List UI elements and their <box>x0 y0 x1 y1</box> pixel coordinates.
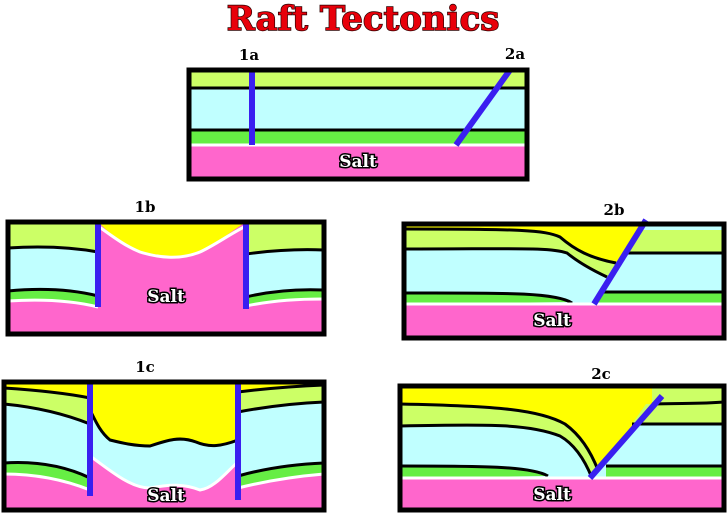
bedding-line <box>245 248 325 256</box>
growth-basin <box>90 382 238 446</box>
upper-layer <box>246 222 324 254</box>
salt-top-line <box>3 472 91 492</box>
upper-layer <box>189 70 527 88</box>
thin-layer <box>404 293 570 304</box>
label-1a: 1a <box>239 46 259 64</box>
thin-layer <box>598 293 724 303</box>
fault-2a <box>453 68 513 147</box>
bedding-line <box>237 383 325 394</box>
panel-2b: Salt <box>401 218 727 341</box>
thin-layer <box>606 466 724 478</box>
bedding-line <box>237 400 325 414</box>
upper-layer <box>626 230 724 253</box>
salt-layer <box>4 456 324 510</box>
salt-top-line <box>237 472 325 490</box>
bedding-line <box>399 402 600 471</box>
panel-frame <box>401 221 727 341</box>
salt-label: Salt <box>533 485 571 505</box>
thin-layer <box>189 131 527 144</box>
growth-basin <box>404 224 640 263</box>
label-1b: 1b <box>135 198 156 216</box>
bedding-line <box>399 464 549 478</box>
label-2a: 2a <box>505 45 525 63</box>
page-title: Raft Tectonics <box>227 0 500 39</box>
label-2b: 2b <box>604 201 625 219</box>
bedding-line <box>245 288 325 299</box>
panel-top: Salt <box>186 67 530 182</box>
salt-layer <box>400 478 724 510</box>
salt-label: Salt <box>147 287 185 307</box>
bedding-line <box>403 247 608 279</box>
panel-2c: Salt <box>397 383 727 513</box>
upper-layer <box>238 385 324 412</box>
bedding-line <box>3 402 91 426</box>
panel-frame <box>1 379 327 513</box>
salt-top-line <box>245 297 325 308</box>
upper-layer <box>8 222 98 252</box>
panel-frame <box>186 67 530 182</box>
salt-top-line <box>97 224 247 259</box>
bedding-line <box>403 291 573 305</box>
bedding-line <box>3 386 91 400</box>
bedding-line <box>651 400 725 406</box>
panel-frame <box>5 219 327 337</box>
panel-1c: Salt <box>1 379 327 513</box>
bedding-line <box>3 461 91 480</box>
bedding-line <box>7 245 99 254</box>
panel-frame <box>397 383 727 513</box>
bedding-line <box>88 409 239 448</box>
bedding-line <box>237 461 325 478</box>
panel-1b: Salt <box>5 219 327 337</box>
bedding-line <box>399 423 594 479</box>
label-1c: 1c <box>135 358 155 376</box>
salt-layer <box>189 146 527 179</box>
salt-top-line <box>89 454 239 492</box>
salt-layer <box>404 304 724 338</box>
upper-strip <box>652 386 724 404</box>
fault <box>591 218 649 306</box>
bedding-line <box>7 287 99 298</box>
fault <box>587 394 665 480</box>
salt-label: Salt <box>339 152 377 172</box>
label-2c: 2c <box>591 365 611 383</box>
bedding-line <box>403 227 617 265</box>
salt-label: Salt <box>533 311 571 331</box>
salt-top-line <box>7 298 99 309</box>
upper-layer <box>400 404 598 478</box>
salt-label: Salt <box>147 486 185 506</box>
